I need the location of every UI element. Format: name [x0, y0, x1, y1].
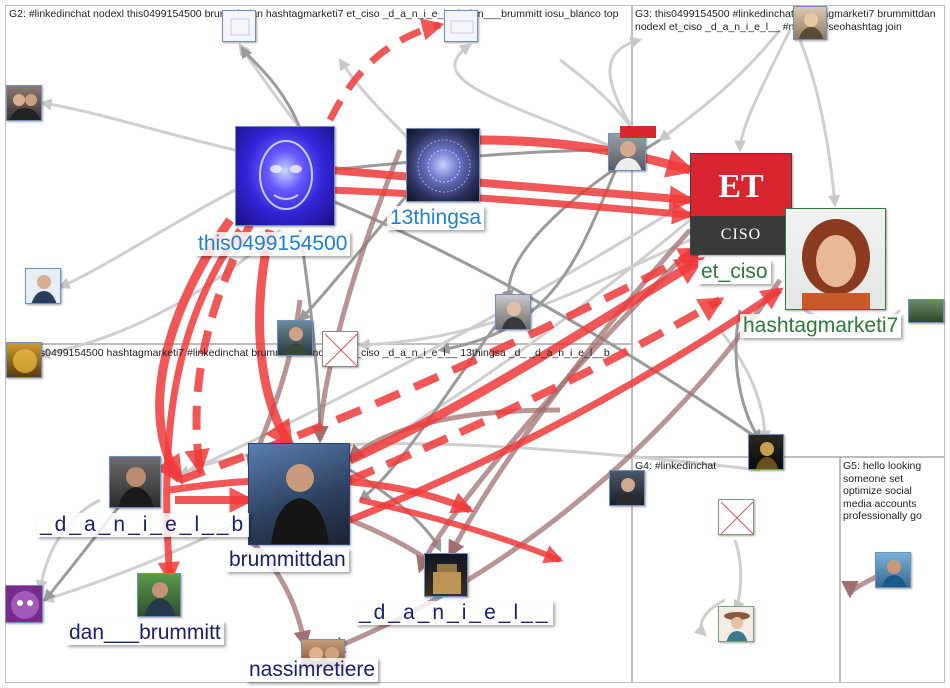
person-icon: [309, 647, 339, 661]
person-icon: [31, 275, 57, 303]
person-icon: [271, 464, 329, 544]
group-label-g5: G5: hello looking someone set optimize s…: [843, 460, 922, 522]
person-icon: [802, 219, 870, 309]
node-label-this0499154500: this0499154500: [195, 232, 351, 256]
pattern-icon: [417, 139, 471, 193]
broken-image-icon: [324, 333, 357, 366]
node-avatar-g1-right[interactable]: [609, 470, 645, 506]
broken-image-icon: [720, 501, 753, 534]
image-placeholder-icon: [450, 20, 474, 34]
group-label-g4: G4: #linkedinchat: [635, 460, 717, 472]
node-label-brummittdan: brummittdan: [226, 548, 349, 572]
person-icon: [118, 467, 154, 507]
circle-icon: [13, 349, 37, 373]
node-avatar-g2-top-left[interactable]: [222, 10, 256, 42]
node-avatar-this0499154500[interactable]: [235, 126, 335, 226]
group-box-g2: [5, 5, 632, 344]
node-label-nassimretiere: nassimretiere: [246, 658, 379, 682]
node-label-daniel: _d_a_n_i_e_l__: [356, 601, 554, 625]
group-box-g1: [5, 344, 632, 683]
node-avatar-13thingsa[interactable]: [406, 128, 480, 202]
node-avatar-brummittdan[interactable]: [248, 443, 350, 545]
node-avatar-g2-left[interactable]: [6, 85, 42, 121]
node-avatar-daniel[interactable]: [424, 553, 468, 597]
node-avatar-g4-woman[interactable]: [718, 606, 754, 642]
node-avatar-g2-old-man[interactable]: [495, 294, 531, 330]
node-avatar-g2-top-mid[interactable]: [444, 10, 478, 42]
node-label-hashtagmarketi7: hashtagmarketi7: [740, 314, 902, 338]
person-icon: [755, 442, 779, 469]
node-avatar-g3-top[interactable]: [793, 6, 827, 40]
node-avatar-g3-red[interactable]: [620, 126, 656, 138]
node-avatar-g2-center[interactable]: [277, 320, 313, 356]
person-icon: [9, 94, 41, 120]
node-avatar-missing-1[interactable]: [322, 331, 358, 367]
node-avatar-g3-man[interactable]: [608, 133, 646, 171]
image-placeholder-icon: [230, 18, 250, 36]
node-label-dan-brummitt: dan___brummitt: [66, 621, 224, 645]
et-logo-top: ET: [718, 168, 764, 205]
et-logo-bottom: CISO: [691, 216, 791, 254]
node-label-daniel-b: _d_a_n_i_e_l__b: [37, 513, 250, 537]
group-label-g3: G3: this0499154500 #linkedinchat hashtag…: [635, 8, 936, 33]
group-label-g1: G1: this0499154500 hashtagmarketi7 #link…: [9, 347, 610, 359]
person-icon: [614, 141, 642, 170]
node-label-13thingsa: 13thingsa: [387, 206, 485, 230]
person-icon: [283, 327, 309, 355]
node-avatar-g2-mid-left[interactable]: [25, 268, 61, 304]
node-avatar-daniel-b[interactable]: [109, 456, 161, 508]
person-icon: [501, 302, 527, 329]
group-box-g3: [632, 5, 945, 457]
node-avatar-et-ciso[interactable]: ET CISO: [690, 153, 792, 255]
node-avatar-g1-purple[interactable]: [5, 585, 43, 623]
node-avatar-g4-dark[interactable]: [748, 434, 784, 470]
group-label-g2: G2: #linkedinchat nodexl this0499154500 …: [9, 8, 619, 20]
building-icon: [433, 564, 461, 594]
node-avatar-g1-left[interactable]: [6, 342, 42, 378]
character-icon: [11, 591, 39, 619]
node-avatar-g5[interactable]: [875, 552, 911, 588]
person-icon: [881, 560, 907, 587]
person-icon: [144, 582, 176, 616]
person-icon: [798, 13, 824, 39]
group-box-g4: [632, 457, 840, 683]
person-icon: [615, 478, 641, 505]
node-avatar-hashtagmarketi7[interactable]: [785, 208, 886, 310]
node-avatar-missing-2[interactable]: [718, 499, 754, 535]
person-icon: [724, 612, 750, 641]
node-avatar-g3-right[interactable]: [908, 299, 944, 323]
face-icon: [259, 140, 313, 210]
node-label-et-ciso: et_ciso: [698, 260, 771, 284]
group-box-g5: [840, 457, 945, 683]
red-edges: [155, 18, 784, 585]
node-avatar-dan-brummitt[interactable]: [137, 573, 181, 617]
